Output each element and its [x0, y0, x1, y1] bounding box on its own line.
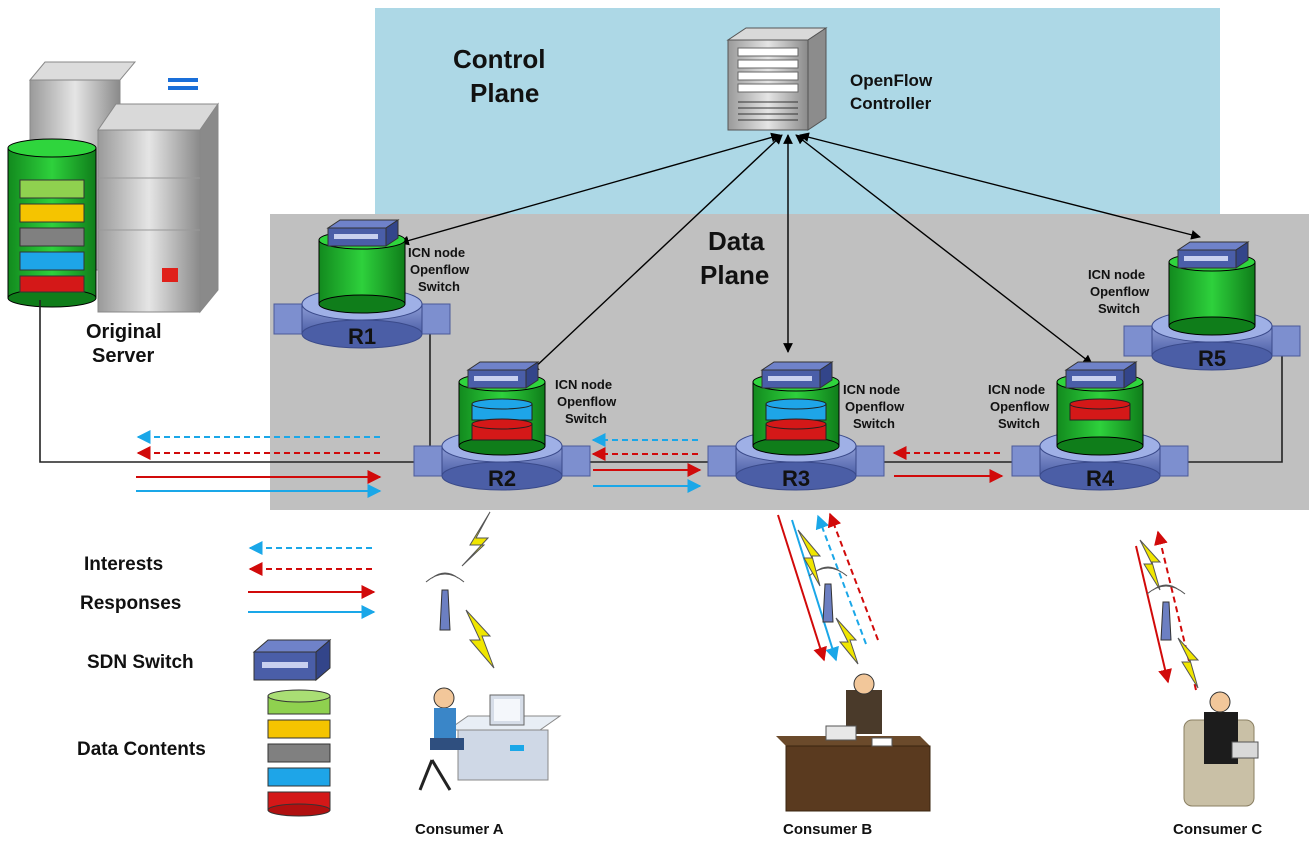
- consumer-a-icon: [418, 687, 562, 791]
- node-label: ICN node: [555, 377, 612, 392]
- consumer-b-label: Consumer B: [783, 821, 872, 838]
- node-label: Switch: [1098, 301, 1140, 316]
- consumer-b-icon: [776, 673, 931, 812]
- server-label: Original: [86, 321, 162, 343]
- controller-label-line2: Controller: [850, 94, 932, 113]
- flow-arrows: [136, 430, 1004, 498]
- antenna-icon: [1146, 584, 1186, 641]
- control-plane-title-line2: Plane: [470, 78, 539, 108]
- data-plane-title: Data: [708, 226, 765, 256]
- legend-interests-label: Interests: [84, 554, 163, 575]
- antenna-icon: [425, 572, 465, 631]
- node-label: Openflow: [990, 399, 1050, 414]
- node-label: ICN node: [988, 382, 1045, 397]
- node-label: Openflow: [410, 262, 470, 277]
- antenna-icon: [808, 566, 848, 623]
- node-label: Switch: [565, 411, 607, 426]
- node-label: Switch: [853, 416, 895, 431]
- router-label: R2: [488, 466, 516, 491]
- legend-data-contents-label: Data Contents: [77, 739, 206, 760]
- control-links: [399, 132, 1201, 373]
- node-label: ICN node: [843, 382, 900, 397]
- node-label: Switch: [998, 416, 1040, 431]
- openflow-controller-icon: [726, 27, 828, 131]
- consumer-c-label: Consumer C: [1173, 821, 1262, 838]
- node-label: Openflow: [557, 394, 617, 409]
- lightning-icon: [461, 511, 1200, 689]
- consumer-a-label: Consumer A: [415, 821, 504, 838]
- control-plane-title: Control: [453, 44, 545, 74]
- sdn-switch-icon: [1064, 361, 1138, 389]
- sdn-switch-icon: [326, 219, 400, 247]
- legend-sdn-switch-icon: [252, 638, 332, 682]
- node-label: ICN node: [408, 245, 465, 260]
- node-label: Openflow: [845, 399, 905, 414]
- wireless-links: [777, 512, 1197, 691]
- router-label: R5: [1198, 346, 1226, 371]
- node-label: Openflow: [1090, 284, 1150, 299]
- data-plane-title-line2: Plane: [700, 260, 769, 290]
- sdn-switch-icon: [760, 361, 834, 389]
- legend-sdn-switch-label: SDN Switch: [87, 652, 194, 673]
- sdn-switch-icon: [466, 361, 540, 389]
- legend-data-contents-icon: [267, 689, 331, 817]
- cache-cylinder-icon: [1056, 372, 1144, 456]
- physical-links: [39, 300, 1283, 463]
- node-label: Switch: [418, 279, 460, 294]
- controller-label: OpenFlow: [850, 71, 933, 90]
- consumer-c-icon: [1183, 691, 1259, 807]
- router-label: R4: [1086, 466, 1115, 491]
- legend: Interests Responses SDN Switch Data Cont…: [77, 541, 376, 817]
- server-label-line2: Server: [92, 345, 154, 367]
- router-label: R1: [348, 324, 376, 349]
- sdn-switch-icon: [1176, 241, 1250, 269]
- node-label: ICN node: [1088, 267, 1145, 282]
- server-cache-icon: [7, 138, 97, 308]
- legend-responses-label: Responses: [80, 593, 181, 614]
- router-label: R3: [782, 466, 810, 491]
